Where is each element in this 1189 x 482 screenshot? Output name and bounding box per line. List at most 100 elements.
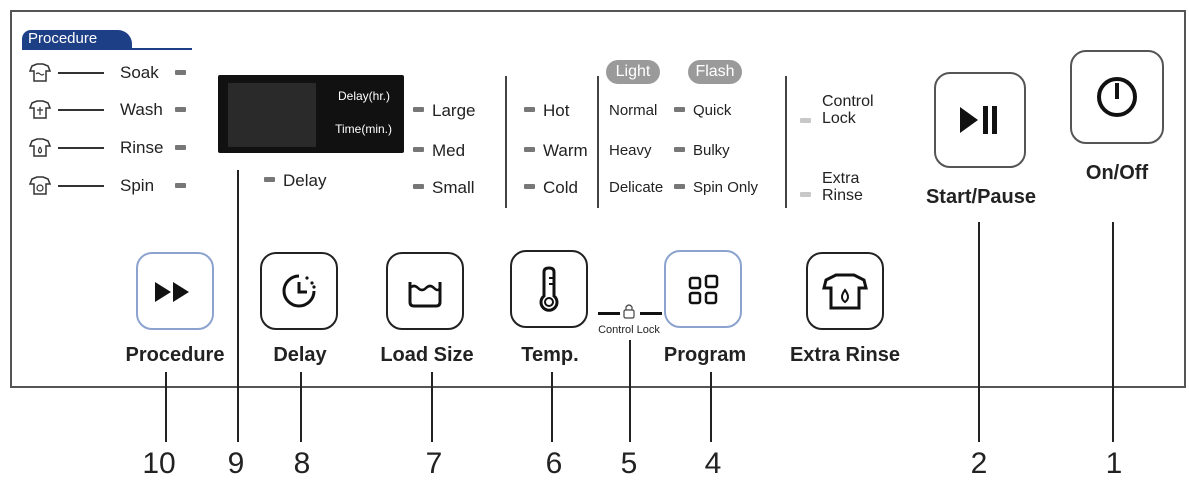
extra-rinse-indicator: Extra Rinse <box>822 170 863 204</box>
extra-rinse-line2: Rinse <box>822 187 863 204</box>
callout-line <box>551 372 553 442</box>
display-screen <box>228 83 316 147</box>
callout-number: 8 <box>293 447 311 480</box>
separator <box>505 76 507 208</box>
water-level-icon <box>408 282 442 308</box>
delay-label: Delay <box>273 344 327 366</box>
load-size-button[interactable] <box>386 252 464 330</box>
temp-label-btn: Temp. <box>521 344 579 366</box>
step-wash: Wash <box>28 99 198 121</box>
start-pause-button[interactable] <box>934 72 1026 168</box>
callout-line <box>431 372 433 442</box>
program-label: Quick <box>693 102 732 119</box>
load-size-large: Large <box>413 100 475 122</box>
load-size-label: Large <box>432 101 476 120</box>
on-off-label: On/Off <box>1085 162 1149 184</box>
program-heavy: Heavy <box>609 142 652 159</box>
control-lock-link-label: Control Lock <box>598 324 660 336</box>
separator <box>597 76 599 208</box>
callout-number: 1 <box>1105 447 1123 480</box>
time-display: Delay(hr.) Time(min.) <box>218 75 404 153</box>
load-size-small: Small <box>413 177 475 199</box>
temp-warm: Warm <box>524 140 588 162</box>
extra-rinse-label-btn: Extra Rinse <box>789 344 901 366</box>
program-bulky: Bulky <box>674 140 730 162</box>
callout-number: 4 <box>704 447 722 480</box>
temp-cold: Cold <box>524 177 578 199</box>
power-icon <box>1097 77 1137 117</box>
delay-unit-label: Delay(hr.) <box>337 89 390 103</box>
play-pause-icon <box>960 106 997 134</box>
callout-line <box>978 222 980 442</box>
delay-led <box>264 177 275 183</box>
control-lock-line2: Lock <box>822 110 856 127</box>
extra-rinse-line1: Extra <box>822 170 860 187</box>
shirt-drop-icon <box>822 273 868 310</box>
step-spin: Spin <box>28 175 198 197</box>
time-unit-label: Time(min.) <box>335 122 392 136</box>
step-led <box>175 70 186 75</box>
start-pause-label: Start/Pause <box>925 186 1037 208</box>
program-label: Spin Only <box>693 179 759 196</box>
delay-indicator-label: Delay <box>283 171 327 190</box>
program-quick: Quick <box>674 100 731 122</box>
temp-label: Warm <box>543 141 588 160</box>
flash-badge: Flash <box>688 60 742 84</box>
callout-number: 9 <box>227 447 245 480</box>
control-lock-line1: Control <box>822 93 874 110</box>
step-soak: Soak <box>28 62 198 84</box>
program-delicate: Delicate <box>609 179 664 196</box>
callout-number: 6 <box>545 447 563 480</box>
procedure-header-label: Procedure <box>28 30 98 47</box>
temp-button[interactable] <box>510 250 588 328</box>
program-label: Bulky <box>693 142 730 159</box>
callout-number: 7 <box>425 447 443 480</box>
step-label: Spin <box>120 176 155 195</box>
separator <box>785 76 787 208</box>
load-size-med: Med <box>413 140 465 162</box>
on-off-button[interactable] <box>1070 50 1164 144</box>
callout-line <box>165 372 167 442</box>
step-rinse: Rinse <box>28 137 198 159</box>
step-label: Wash <box>120 100 163 119</box>
procedure-button[interactable] <box>136 252 214 330</box>
control-lock-led <box>800 110 811 128</box>
procedure-underline <box>22 48 192 50</box>
program-spin-only: Spin Only <box>674 177 758 199</box>
grid-icon <box>688 274 719 305</box>
callout-line <box>1112 222 1114 442</box>
step-led <box>175 145 186 150</box>
procedure-header: Procedure <box>22 30 150 50</box>
fast-forward-icon <box>155 282 189 302</box>
load-size-label: Med <box>432 141 466 160</box>
temp-label: Cold <box>543 178 578 197</box>
extra-rinse-button[interactable] <box>806 252 884 330</box>
callout-line <box>710 372 712 442</box>
callout-line <box>300 372 302 442</box>
step-led <box>175 183 186 188</box>
program-button[interactable] <box>664 250 742 328</box>
control-lock-link-line <box>598 312 620 315</box>
control-lock-indicator: Control Lock <box>822 93 874 127</box>
step-label: Soak <box>120 63 159 82</box>
temp-label: Hot <box>543 101 570 120</box>
light-badge: Light <box>606 60 660 84</box>
temp-hot: Hot <box>524 100 569 122</box>
clock-icon <box>282 274 316 308</box>
lock-icon <box>623 304 635 319</box>
extra-rinse-led <box>800 184 811 202</box>
delay-button[interactable] <box>260 252 338 330</box>
callout-number: 10 <box>142 447 176 480</box>
thermometer-icon <box>539 266 559 312</box>
spin-shirt-icon <box>28 176 52 195</box>
load-size-label: Small <box>432 178 475 197</box>
callout-line <box>629 340 631 442</box>
program-label-btn: Program <box>663 344 747 366</box>
soak-shirt-icon <box>28 63 52 82</box>
step-led <box>175 107 186 112</box>
step-label: Rinse <box>120 138 164 157</box>
procedure-label: Procedure <box>125 344 225 366</box>
callout-number: 2 <box>970 447 988 480</box>
control-lock-link-line <box>640 312 662 315</box>
callout-line <box>237 170 239 442</box>
